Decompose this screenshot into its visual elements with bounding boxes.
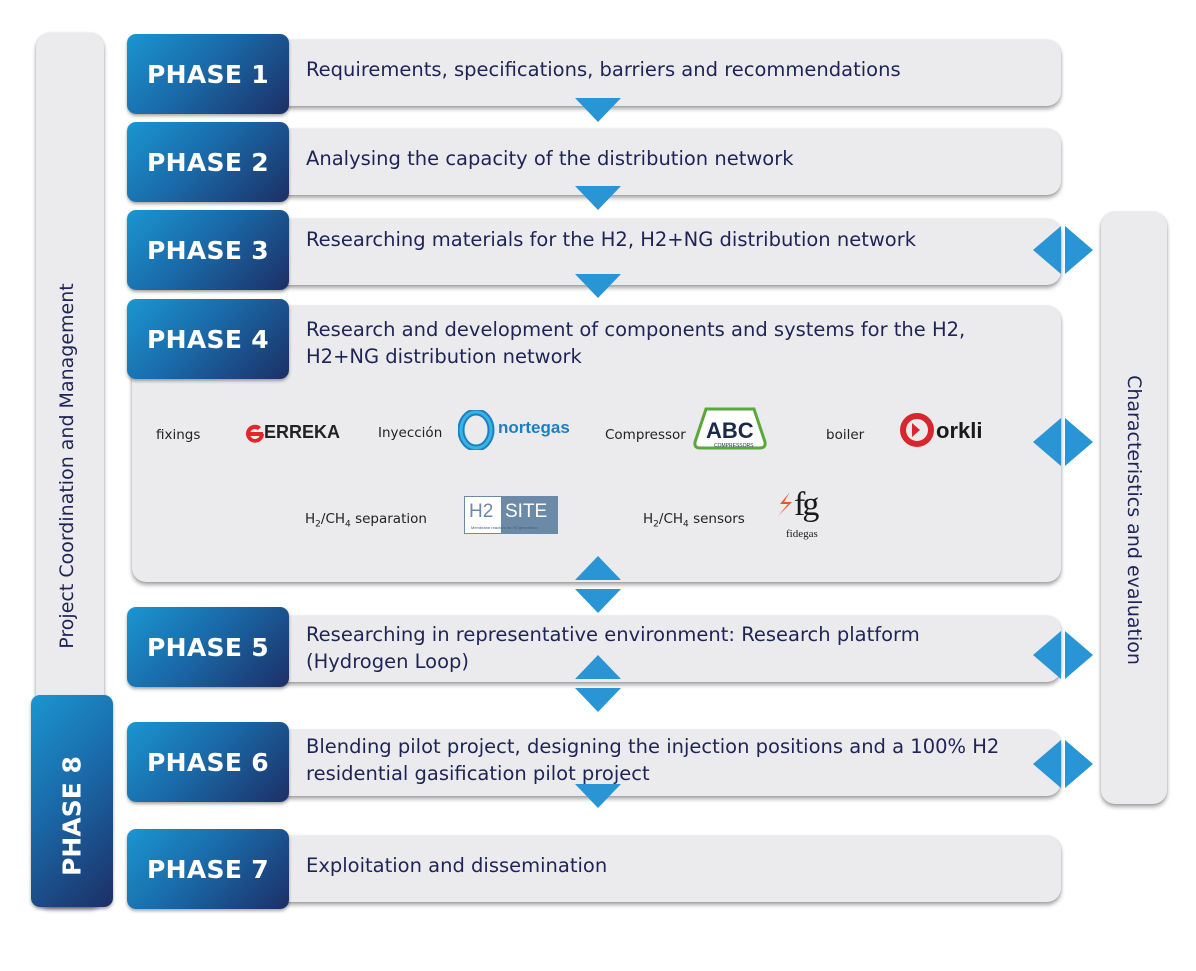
phase-2-tab: PHASE 2 [127,122,289,202]
fixings-label: fixings [156,427,201,443]
nortegas-logo: nortegas [458,410,578,450]
abc-badge-icon [693,407,767,450]
h2site-tagline: Membrane reactors for H2 generation [471,525,538,530]
erreka-wordmark: ERREKA [264,422,341,442]
phase-5-text-line1: Researching in representative environmen… [306,623,920,646]
phase-4-text-line2: H2+NG distribution network [306,345,582,368]
erreka-mark-icon [246,424,264,443]
arrow-down-6-7 [575,784,621,808]
sensors-label: H2/CH4 sensors [643,511,745,530]
orkli-wordmark: orkli [936,418,983,443]
phase-7-tab: PHASE 7 [127,829,289,909]
arrow-left-phase5 [1033,631,1061,679]
abc-wordmark: ABC [706,418,754,443]
arrow-left-phase4 [1033,418,1061,466]
abc-subtitle: COMPRESSORS [714,443,754,449]
arrow-down-4-5 [575,589,621,613]
phase-8-label: PHASE 8 [57,756,87,876]
arrow-right-phase6 [1065,740,1093,788]
characteristics-bar [1101,212,1167,804]
phase-5-text-line2: (Hydrogen Loop) [306,650,470,673]
arrow-down-1-2 [575,98,621,122]
fidegas-logo: fg fidegas [778,486,838,544]
arrow-up-5-4 [575,556,621,580]
h2site-wordmark-a: H2 [469,501,494,522]
boiler-label: boiler [826,427,865,443]
phase-5-tab: PHASE 5 [127,607,289,687]
nortegas-wordmark: nortegas [498,418,570,437]
phase-4-tab: PHASE 4 [127,299,289,379]
arrow-right-phase5 [1065,631,1093,679]
phase-7-text: Exploitation and dissemination [306,854,608,877]
arrow-left-phase6 [1033,740,1061,788]
arrow-left-phase3 [1033,226,1061,274]
project-coordination-label: Project Coordination and Management [56,283,78,649]
injection-label: Inyección [378,425,443,441]
phase-3-text: Researching materials for the H2, H2+NG … [306,228,917,251]
fidegas-mark: fg [794,486,819,523]
phase-6-text-line2: residential gasification pilot project [306,762,650,785]
phase-4-text-line1: Research and development of components a… [306,318,966,341]
arrow-down-3-4 [575,274,621,298]
abc-logo: ABC COMPRESSORS [692,406,768,452]
h2site-logo: H2 SITE Membrane reactors for H2 generat… [464,496,558,534]
arrow-down-5-6 [575,688,621,712]
phase-6-tab: PHASE 6 [127,722,289,802]
phase-1-text: Requirements, specifications, barriers a… [306,58,901,81]
phase-6-text-line1: Blending pilot project, designing the in… [306,735,1000,758]
erreka-logo: ERREKA [244,421,354,447]
arrow-right-phase3 [1065,226,1093,274]
characteristics-label: Characteristics and evaluation [1123,375,1145,665]
phase-2-text: Analysing the capacity of the distributi… [306,147,794,170]
orkli-mark-icon [900,413,934,447]
arrow-down-2-3 [575,186,621,210]
compressor-label: Compressor [605,427,686,443]
phase-1-tab: PHASE 1 [127,34,289,114]
fidegas-flame-icon [778,492,792,516]
arrow-right-phase4 [1065,418,1093,466]
phase-8-tab [31,695,113,907]
arrow-up-6-5 [575,655,621,679]
nortegas-ring-icon [458,410,495,450]
separation-label: H2/CH4 separation [305,511,427,530]
fidegas-wordmark: fidegas [786,528,818,540]
phase-3-tab: PHASE 3 [127,210,289,290]
orkli-logo: orkli [900,413,1004,449]
h2site-wordmark-b: SITE [505,501,548,522]
